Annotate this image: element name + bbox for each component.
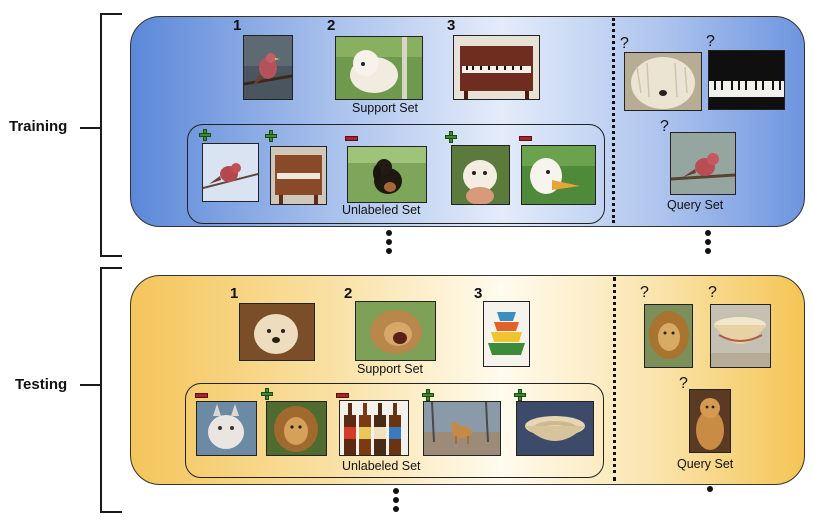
training-query-mark-3: ? — [660, 118, 669, 135]
testing-support-number-2: 2 — [344, 285, 353, 302]
training-query-mark-1: ? — [620, 35, 629, 52]
testing-unlabeled-image-bowls — [516, 401, 594, 456]
testing-query-image-bowl — [710, 304, 771, 368]
training-support-image-piano — [453, 35, 540, 100]
testing-support-number-3: 3 — [474, 285, 483, 302]
testing-unlabeled-image-lion — [266, 401, 327, 456]
testing-more-support-dots — [393, 488, 399, 515]
testing-unlabeled-image-dog — [423, 401, 501, 456]
testing-unlabeled-minus-mark-1 — [195, 393, 208, 398]
training-unlabeled-plus-mark-4 — [445, 131, 457, 143]
testing-label: Testing — [15, 376, 68, 393]
training-more-support-dots — [386, 230, 392, 257]
training-support-image-white-dog — [335, 36, 423, 100]
testing-query-mark-2: ? — [708, 284, 717, 301]
training-label: Training — [9, 118, 68, 135]
training-support-set-caption: Support Set — [352, 101, 419, 115]
testing-query-set-caption: Query Set — [677, 457, 734, 471]
testing-unlabeled-set-caption: Unlabeled Set — [342, 459, 421, 473]
testing-unlabeled-minus-mark-3 — [336, 393, 349, 398]
training-unlabeled-set-caption: Unlabeled Set — [342, 203, 421, 217]
training-unlabeled-image-piano — [270, 146, 327, 205]
testing-more-query-dots — [707, 486, 713, 495]
testing-divider — [613, 277, 616, 481]
testing-bracket — [100, 267, 122, 513]
training-bracket — [100, 13, 122, 257]
training-unlabeled-image-puppy — [451, 145, 510, 205]
testing-query-image-lion — [644, 304, 693, 368]
testing-support-number-1: 1 — [230, 285, 239, 302]
testing-support-image-golden-dog — [239, 303, 315, 361]
training-support-image-bird — [243, 35, 293, 100]
training-bracket-tick — [80, 127, 100, 129]
testing-support-image-bowls — [483, 301, 530, 367]
testing-query-mark-3: ? — [679, 375, 688, 392]
training-query-image-bird — [670, 132, 736, 195]
testing-support-image-lion — [355, 301, 436, 361]
testing-query-image-golden-dog — [689, 389, 731, 453]
training-unlabeled-image-bird — [202, 143, 259, 202]
training-query-mark-2: ? — [706, 33, 715, 50]
training-support-number-1: 1 — [233, 17, 242, 34]
training-support-number-2: 2 — [327, 17, 336, 34]
training-unlabeled-image-duck — [521, 145, 596, 205]
training-query-set-caption: Query Set — [667, 198, 724, 212]
testing-unlabeled-set-box — [185, 383, 604, 478]
training-unlabeled-minus-mark-5 — [519, 136, 532, 141]
training-unlabeled-image-black-dog — [347, 146, 427, 203]
training-more-query-dots — [705, 230, 711, 257]
testing-unlabeled-image-wolf — [196, 401, 257, 456]
training-support-number-3: 3 — [447, 17, 456, 34]
testing-unlabeled-plus-mark-2 — [261, 388, 273, 400]
training-divider — [612, 18, 615, 223]
testing-unlabeled-image-beer-bottles — [339, 400, 409, 456]
testing-unlabeled-plus-mark-5 — [514, 389, 526, 401]
training-unlabeled-set-box — [187, 124, 605, 224]
training-query-image-piano — [708, 50, 785, 110]
testing-bracket-tick — [80, 384, 100, 386]
testing-query-mark-1: ? — [640, 284, 649, 301]
testing-support-set-caption: Support Set — [357, 362, 424, 376]
training-unlabeled-minus-mark-3 — [345, 136, 358, 141]
training-unlabeled-plus-mark-1 — [199, 129, 211, 141]
testing-unlabeled-plus-mark-4 — [422, 389, 434, 401]
training-unlabeled-plus-mark-2 — [265, 130, 277, 142]
training-query-image-white-dog — [624, 52, 702, 111]
